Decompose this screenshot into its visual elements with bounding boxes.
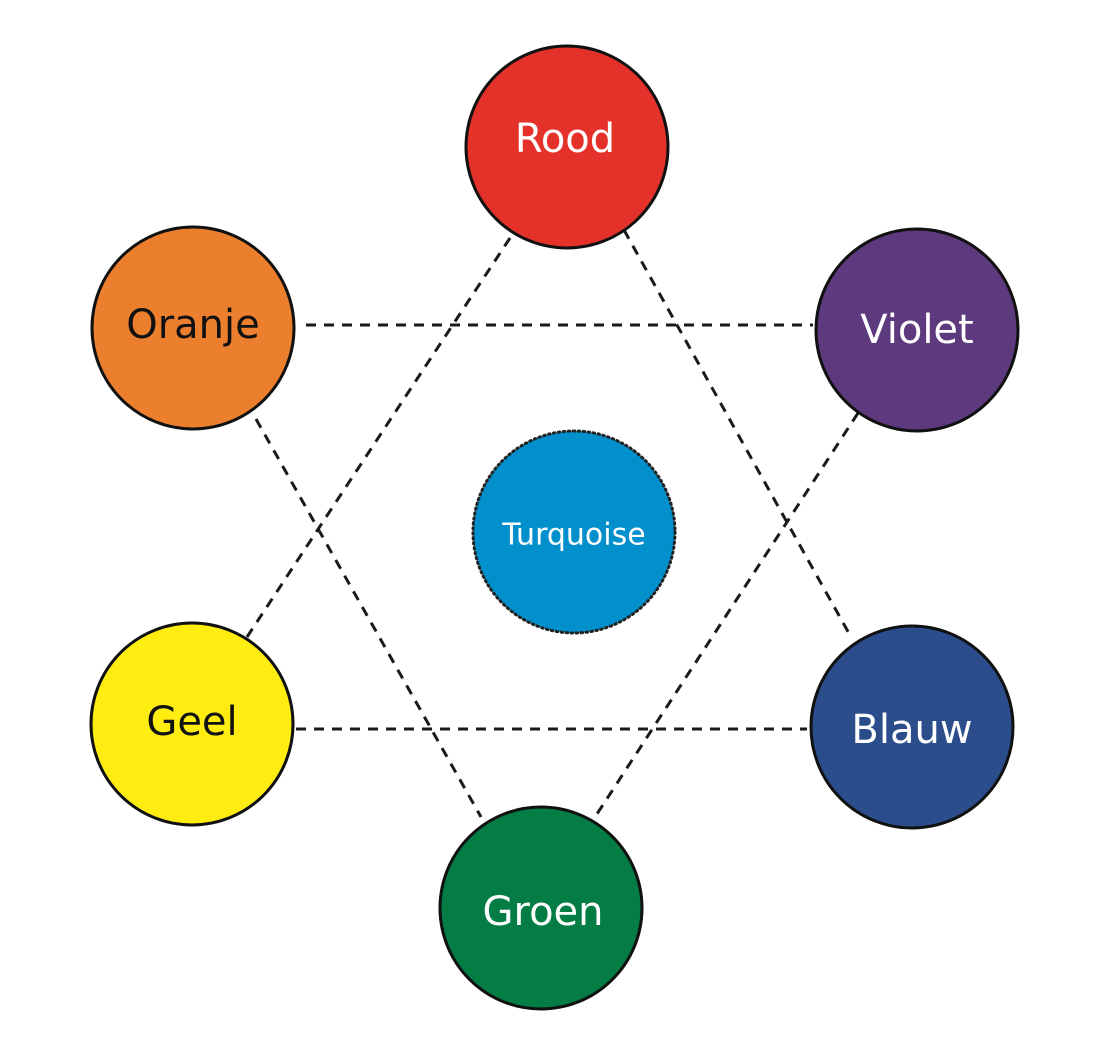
connector-oranje-groen xyxy=(254,418,483,818)
groen-label: Groen xyxy=(483,889,604,935)
blauw-circle xyxy=(809,624,1015,830)
connector-violet-groen xyxy=(595,412,860,815)
connector-lines xyxy=(245,229,860,818)
connector-rood-blauw xyxy=(622,229,853,638)
node-geel: Geel xyxy=(89,621,295,827)
geel-circle xyxy=(89,621,295,827)
turquoise-label: Turquoise xyxy=(501,518,645,553)
oranje-label: Oranje xyxy=(126,302,260,348)
violet-circle xyxy=(814,227,1020,433)
oranje-circle xyxy=(90,225,296,431)
blauw-label: Blauw xyxy=(851,707,972,753)
node-rood: Rood xyxy=(464,44,670,250)
groen-circle xyxy=(438,805,644,1011)
connector-rood-geel xyxy=(245,237,512,638)
node-oranje: Oranje xyxy=(90,225,296,431)
geel-label: Geel xyxy=(146,699,237,745)
violet-label: Violet xyxy=(860,307,973,353)
node-turquoise: Turquoise xyxy=(471,429,677,635)
rood-label: Rood xyxy=(515,116,615,162)
node-violet: Violet xyxy=(814,227,1020,433)
node-blauw: Blauw xyxy=(809,624,1015,830)
node-groen: Groen xyxy=(438,805,644,1011)
turquoise-circle xyxy=(471,429,677,635)
rood-circle xyxy=(464,44,670,250)
